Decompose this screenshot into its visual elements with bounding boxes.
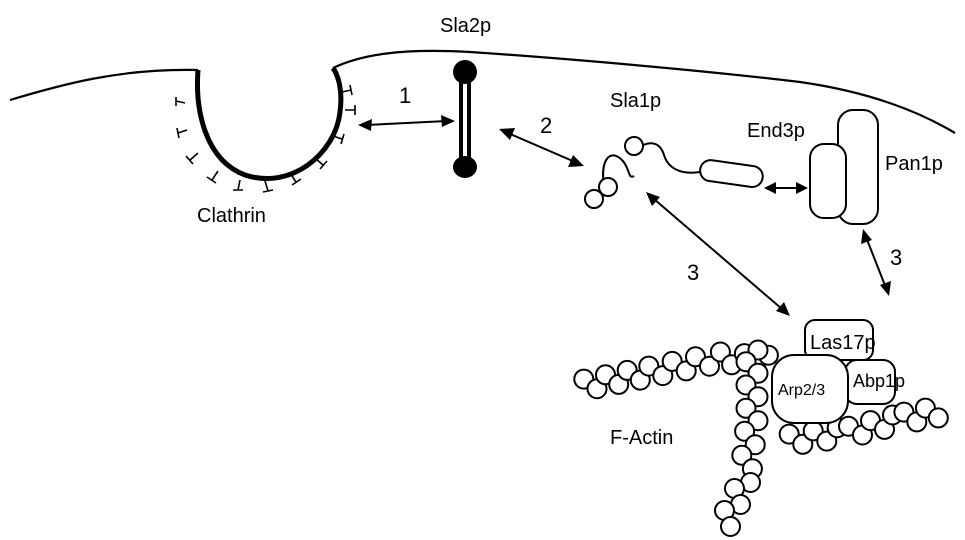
interaction-1-arrow bbox=[358, 115, 455, 131]
arp23-label: Arp2/3 bbox=[778, 382, 825, 399]
pan1p-label: Pan1p bbox=[885, 153, 943, 175]
sla1p-protein bbox=[585, 137, 764, 208]
sla1p-end3p-arrow bbox=[764, 182, 808, 194]
end3p-label: End3p bbox=[747, 120, 805, 142]
abp1p-label: Abp1p bbox=[853, 371, 905, 391]
plasma-membrane bbox=[10, 51, 955, 133]
sla2p-label: Sla2p bbox=[440, 15, 491, 37]
interaction-3-left-label: 3 bbox=[687, 260, 699, 285]
sla1p-label: Sla1p bbox=[610, 90, 661, 112]
las17p-label: Las17p bbox=[810, 332, 876, 354]
sla2p-protein bbox=[453, 60, 477, 178]
interaction-3-left-arrow bbox=[646, 192, 790, 316]
actin-monomer bbox=[929, 408, 948, 427]
clathrin-label: Clathrin bbox=[197, 205, 266, 227]
actin-monomer bbox=[721, 517, 740, 536]
interaction-1-label: 1 bbox=[399, 83, 411, 108]
interaction-3-right-arrow bbox=[861, 229, 891, 296]
f-actin-label: F-Actin bbox=[610, 427, 673, 449]
end3p-protein bbox=[810, 144, 846, 218]
interaction-2-label: 2 bbox=[540, 113, 552, 138]
interaction-3-right-label: 3 bbox=[890, 245, 902, 270]
clathrin-coat-ticks bbox=[176, 85, 355, 192]
